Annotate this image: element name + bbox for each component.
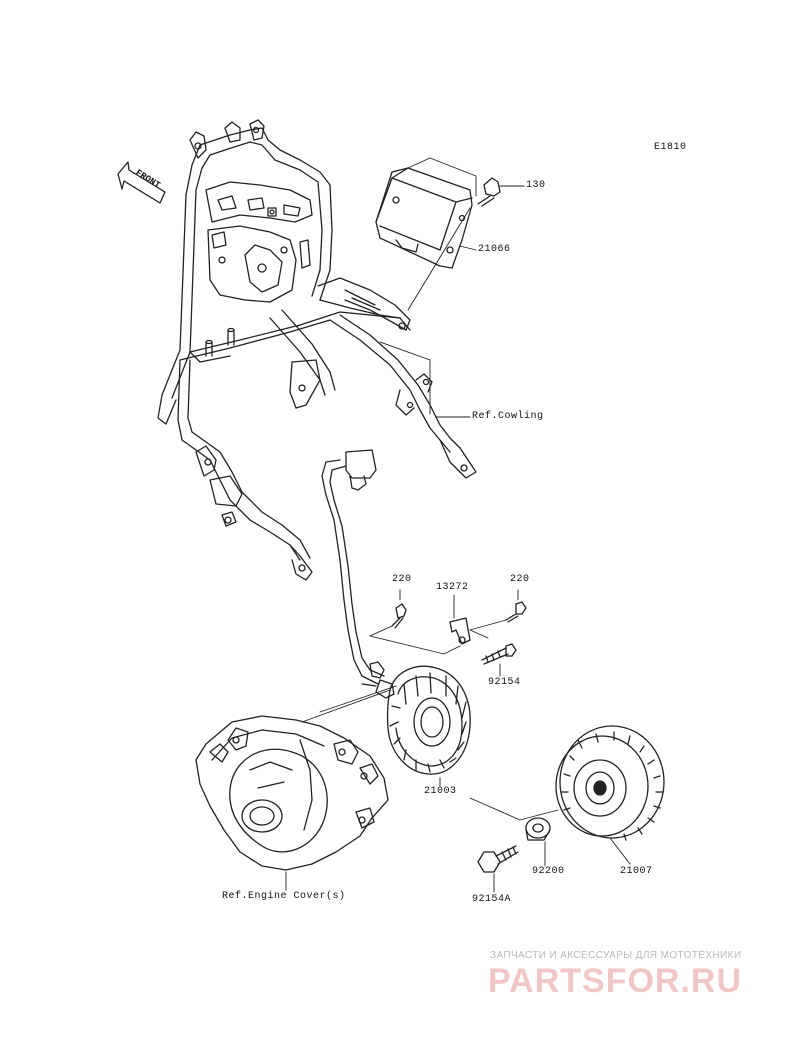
part-label-21003[interactable]: 21003 [424, 786, 457, 797]
part-label-92200[interactable]: 92200 [532, 866, 565, 877]
front-arrow-icon: FRONT [117, 161, 166, 204]
clamp-and-screws-drawing [391, 601, 527, 665]
ref-cowling-label[interactable]: Ref.Cowling [472, 411, 544, 422]
part-label-92154[interactable]: 92154 [488, 677, 521, 688]
ref-engine-cover-label[interactable]: Ref.Engine Cover(s) [222, 891, 346, 902]
stator-21003-drawing [361, 665, 471, 775]
part-label-21066[interactable]: 21066 [478, 244, 511, 255]
part-label-92154a[interactable]: 92154A [472, 894, 512, 905]
part-label-220-left[interactable]: 220 [392, 574, 412, 585]
diagram-code: E1810 [654, 142, 687, 153]
bolt-130-drawing [477, 177, 501, 207]
rotor-21007-drawing [555, 725, 665, 841]
subframe-drawing [157, 119, 477, 581]
leader-lines [285, 157, 631, 893]
part-label-220-right[interactable]: 220 [510, 574, 530, 585]
part-label-21007[interactable]: 21007 [620, 866, 653, 877]
engine-cover-drawing [195, 715, 389, 871]
part-label-13272[interactable]: 13272 [436, 582, 469, 593]
washer-92200-drawing [525, 817, 551, 841]
bolt-92154a-drawing [477, 845, 519, 873]
wire-harness-drawing [321, 449, 385, 685]
watermark-brand: PARTSFOR.RU [488, 962, 743, 1000]
watermark-tagline: ЗАПЧАСТИ И АКСЕССУАРЫ ДЛЯ МОТОТЕХНИКИ [490, 950, 742, 961]
part-label-130[interactable]: 130 [526, 180, 546, 191]
regulator-21066-drawing [375, 167, 473, 269]
